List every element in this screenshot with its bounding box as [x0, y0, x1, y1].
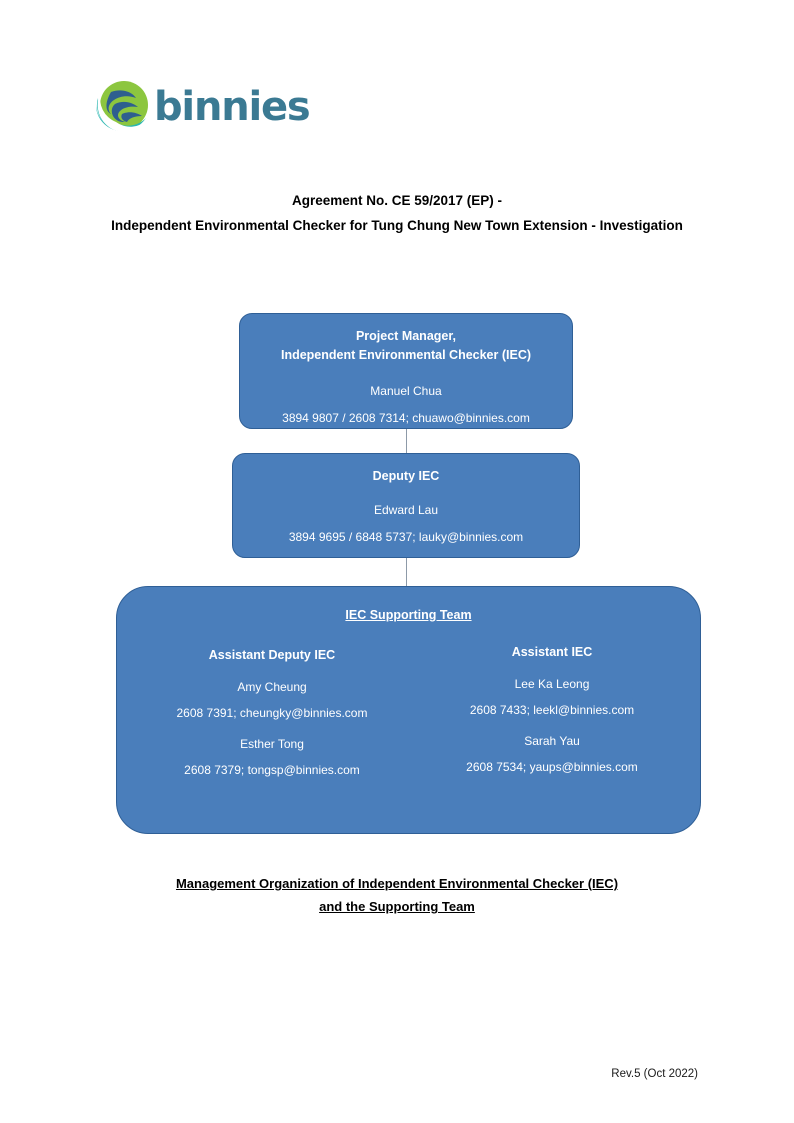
node-project-manager: Project Manager, Independent Environment… — [239, 313, 573, 429]
binnies-emblem-icon — [92, 76, 154, 138]
company-logo: binnies — [92, 76, 392, 142]
pm-person-name: Manuel Chua — [370, 384, 442, 398]
deputy-person-name: Edward Lau — [373, 503, 439, 517]
connector-pm-to-deputy — [406, 429, 407, 453]
caption-line-2: and the Supporting Team — [319, 899, 475, 914]
team-member: Esther Tong 2608 7379; tongsp@binnies.co… — [133, 735, 411, 779]
connector-deputy-to-team — [406, 558, 407, 586]
deputy-contact: 3894 9695 / 6848 5737; lauky@binnies.com — [288, 530, 524, 544]
team-member: Lee Ka Leong 2608 7433; leekl@binnies.co… — [417, 675, 687, 719]
supporting-team-heading: IEC Supporting Team — [345, 608, 472, 622]
figure-caption: Management Organization of Independent E… — [97, 872, 697, 918]
logo-wordmark: binnies — [154, 84, 311, 130]
caption-line-1: Management Organization of Independent E… — [175, 876, 619, 891]
deputy-title: Deputy IEC — [372, 469, 440, 483]
team-member: Amy Cheung 2608 7391; cheungky@binnies.c… — [133, 678, 411, 722]
node-supporting-team: IEC Supporting Team Assistant Deputy IEC… — [116, 586, 701, 834]
node-deputy-iec: Deputy IEC Edward Lau 3894 9695 / 6848 5… — [232, 453, 580, 558]
member-name: Amy Cheung — [237, 680, 307, 694]
member-contact: 2608 7391; cheungky@binnies.com — [176, 706, 368, 720]
title-line-2: Independent Environmental Checker for Tu… — [111, 218, 683, 233]
pm-title-line-2: Independent Environmental Checker (IEC) — [280, 348, 532, 362]
member-name: Sarah Yau — [524, 734, 580, 748]
team-member: Sarah Yau 2608 7534; yaups@binnies.com — [417, 732, 687, 776]
column-title: Assistant Deputy IEC — [208, 648, 336, 662]
pm-title-line-1: Project Manager, — [355, 329, 457, 343]
column-assistant-deputy-iec: Assistant Deputy IEC Amy Cheung 2608 739… — [133, 646, 411, 779]
column-title: Assistant IEC — [511, 645, 593, 659]
pm-contact: 3894 9807 / 2608 7314; chuawo@binnies.co… — [282, 411, 530, 425]
member-name: Esther Tong — [240, 737, 304, 751]
revision-footer: Rev.5 (Oct 2022) — [611, 1068, 698, 1080]
member-contact: 2608 7433; leekl@binnies.com — [469, 703, 635, 717]
member-contact: 2608 7534; yaups@binnies.com — [466, 760, 638, 774]
column-assistant-iec: Assistant IEC Lee Ka Leong 2608 7433; le… — [417, 643, 687, 776]
member-name: Lee Ka Leong — [514, 677, 590, 691]
member-contact: 2608 7379; tongsp@binnies.com — [184, 763, 360, 777]
title-line-1: Agreement No. CE 59/2017 (EP) - — [291, 193, 503, 208]
supporting-team-columns: Assistant Deputy IEC Amy Cheung 2608 739… — [117, 643, 700, 816]
page-title: Agreement No. CE 59/2017 (EP) - Independ… — [60, 188, 734, 238]
